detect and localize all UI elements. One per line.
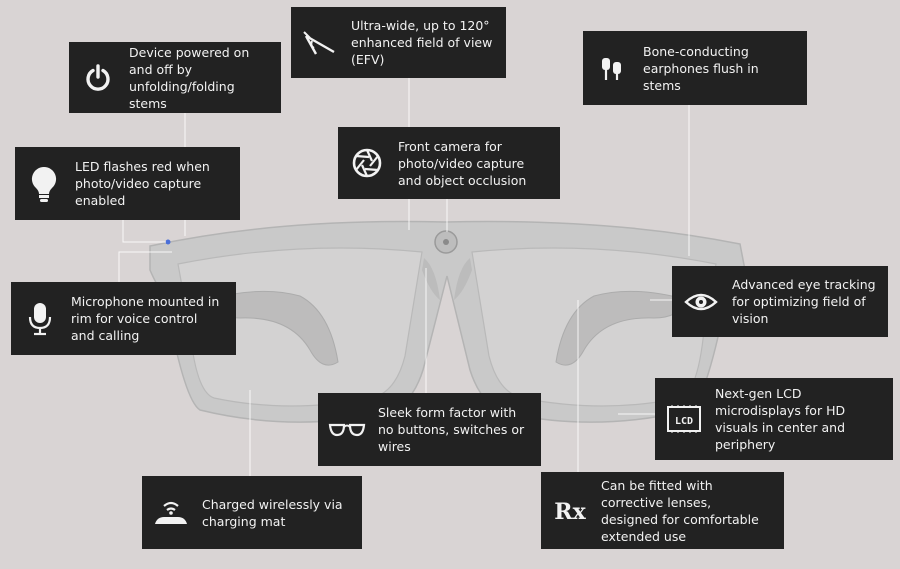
callout-rx-text: Can be fitted with corrective lenses, de…	[601, 477, 759, 544]
lightbulb-icon	[25, 165, 63, 203]
callout-power-text: Device powered on and off by unfolding/f…	[129, 44, 250, 111]
callout-bone-conducting: Bone-conducting earphones flush in stems	[583, 31, 807, 105]
callout-field-of-view: Ultra-wide, up to 120° enhanced field of…	[291, 7, 506, 78]
aperture-icon	[348, 144, 386, 182]
callout-fov-text: Ultra-wide, up to 120° enhanced field of…	[351, 18, 493, 67]
microphone-icon	[21, 300, 59, 338]
callout-wireless-text: Charged wirelessly via charging mat	[202, 496, 343, 529]
callout-eye-tracking: Advanced eye tracking for optimizing fie…	[672, 266, 888, 337]
rx-icon: Rx	[551, 492, 589, 530]
power-icon	[79, 59, 117, 97]
callout-camera-text: Front camera for photo/video capture and…	[398, 138, 527, 188]
callout-led-text: LED flashes red when photo/video capture…	[75, 159, 210, 208]
wide-angle-icon	[301, 24, 339, 62]
callout-corrective-lenses: Rx Can be fitted with corrective lenses,…	[541, 472, 784, 549]
earphones-icon	[593, 49, 631, 87]
callout-lcd: LCD Next-gen LCD microdisplays for HD vi…	[655, 378, 893, 460]
callout-wireless-charging: Charged wirelessly via charging mat	[142, 476, 362, 549]
callout-form-factor: Sleek form factor with no buttons, switc…	[318, 393, 541, 466]
charging-pad-icon	[152, 494, 190, 532]
callout-bone-text: Bone-conducting earphones flush in stems	[643, 43, 759, 93]
callout-eye-text: Advanced eye tracking for optimizing fie…	[732, 277, 876, 326]
callout-camera: Front camera for photo/video capture and…	[338, 127, 560, 199]
callout-power: Device powered on and off by unfolding/f…	[69, 42, 281, 113]
svg-text:Rx: Rx	[554, 499, 586, 525]
callout-form-text: Sleek form factor with no buttons, switc…	[378, 405, 525, 454]
svg-text:LCD: LCD	[675, 416, 693, 427]
glasses-frame	[149, 220, 746, 423]
callout-mic-text: Microphone mounted in rim for voice cont…	[71, 294, 220, 343]
glasses-icon	[328, 411, 366, 449]
callout-led: LED flashes red when photo/video capture…	[15, 147, 240, 220]
eye-icon	[682, 283, 720, 321]
lcd-icon: LCD	[665, 400, 703, 438]
callout-microphone: Microphone mounted in rim for voice cont…	[11, 282, 236, 355]
callout-lcd-text: Next-gen LCD microdisplays for HD visual…	[715, 386, 846, 452]
